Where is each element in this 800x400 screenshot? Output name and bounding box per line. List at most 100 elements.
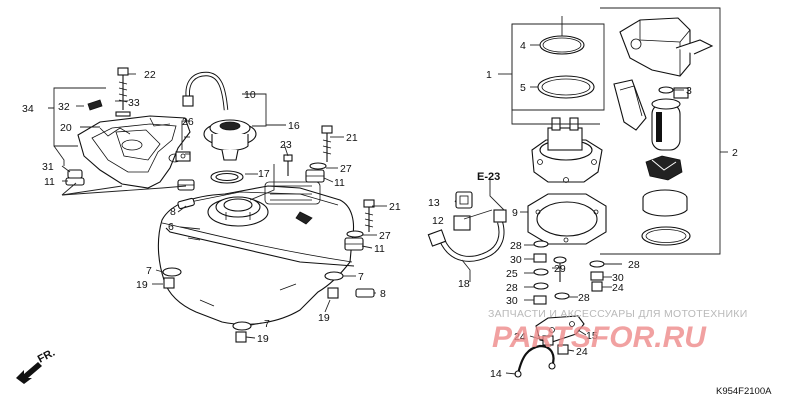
breather-tube-10 [182,71,229,111]
part-label-20: 20 [60,122,72,134]
part-label-1: 1 [486,69,492,81]
part-label-28d: 28 [628,259,640,271]
strainer-ring [641,189,691,246]
part-label-21a: 21 [346,132,358,144]
part-label-23: 23 [280,139,292,151]
bolt-22 [117,67,129,110]
part-label-13: 13 [428,197,440,209]
collar-7a [162,267,182,277]
connector-13 [455,191,473,209]
part-label-28b: 28 [506,282,518,294]
part-label-31: 31 [42,161,54,173]
part-label-27b: 27 [379,230,391,242]
pump-top-bracket [619,17,714,77]
clip-26 [175,151,191,162]
washer-28a [533,240,549,248]
fuel-hose-18 [427,209,507,262]
part-label-30c: 30 [612,272,624,284]
o-ring-5 [537,75,595,99]
washer-27b [346,230,364,238]
nut-30b [533,295,547,305]
part-label-11b: 11 [334,177,345,189]
part-label-24c: 24 [612,282,624,294]
gasket-17 [210,170,244,184]
part-label-19c: 19 [257,333,269,345]
pump-flange [531,117,603,183]
washer-27a [309,162,327,170]
connector-12 [453,215,471,231]
leader-lines [48,16,728,375]
part-label-8a: 8 [170,206,176,218]
bolt-21a [321,125,333,162]
part-label-26: 26 [182,116,194,128]
seal-3 [658,86,674,94]
part-label-11: 11 [44,176,55,188]
part-label-15: 15 [586,330,598,342]
hose-clip-14 [514,344,556,378]
collar-7b [324,271,344,281]
gasket-9 [527,193,607,245]
stud-29 [553,256,567,282]
part-label-11c: 11 [374,243,385,255]
part-label-30b: 30 [506,295,518,307]
part-label-22: 22 [144,69,156,81]
pump-motor [651,87,689,151]
part-label-4: 4 [520,40,526,52]
nut-30c [590,271,604,281]
nut-30a [533,253,547,263]
watermark-caption: ЗАПЧАСТИ И АКСЕССУАРЫ ДЛЯ МОТОТЕХНИКИ [488,308,748,320]
collar-7c [232,321,252,331]
rubber-mount-11c [344,237,364,251]
bolt-24c [591,281,603,292]
pump-filter-bracket [613,79,647,131]
bolt-8a [177,197,195,210]
pump-impeller [645,155,683,181]
part-label-32: 32 [58,101,70,113]
part-label-19b: 19 [318,312,330,324]
part-label-29: 29 [554,263,566,275]
bolt-19c [235,331,247,343]
watermark: ЗАПЧАСТИ И АКСЕССУАРЫ ДЛЯ МОТОТЕХНИКИ PA… [488,308,748,354]
rubber-mount-11a [177,179,195,191]
watermark-logo: PARTSFOR.RU [492,321,707,354]
bolt-23 [283,154,293,176]
washer-28c [554,292,570,300]
rubber-mount-11b [305,169,325,183]
part-label-5: 5 [520,82,526,94]
bolt-19b [327,287,339,299]
o-ring-4 [539,35,585,55]
part-label-2: 2 [732,147,738,159]
part-label-28a: 28 [510,240,522,252]
part-label-19a: 19 [136,279,148,291]
bolt-21b [363,199,375,232]
part-label-12: 12 [432,215,444,227]
bolt-24a [542,335,554,346]
part-label-8b: 8 [380,288,386,300]
part-label-7a: 7 [146,265,152,277]
clip-32 [87,99,103,111]
reference-label: E-23 [477,171,500,183]
part-label-30a: 30 [510,254,522,266]
part-label-34: 34 [22,103,34,115]
washer-25 [533,268,549,276]
washer-28b [533,282,549,290]
direction-label: FR. [36,347,57,366]
tank-shroud [77,115,191,189]
fuel-tank [157,181,355,325]
rubber-mount-31 [65,169,85,186]
diagram-code: K954F2100A [716,386,772,397]
part-label-18: 18 [458,278,470,290]
part-label-10: 10 [244,89,256,101]
part-label-9: 9 [512,207,518,219]
bolt-24b [557,344,569,355]
part-label-14: 14 [490,368,502,380]
clip-33 [115,111,131,117]
part-label-16: 16 [288,120,300,132]
part-label-33: 33 [128,97,140,109]
washer-28d [589,260,605,268]
part-label-24b: 24 [576,346,588,358]
bolt-19a [163,277,175,289]
bolt-8b [355,288,375,298]
